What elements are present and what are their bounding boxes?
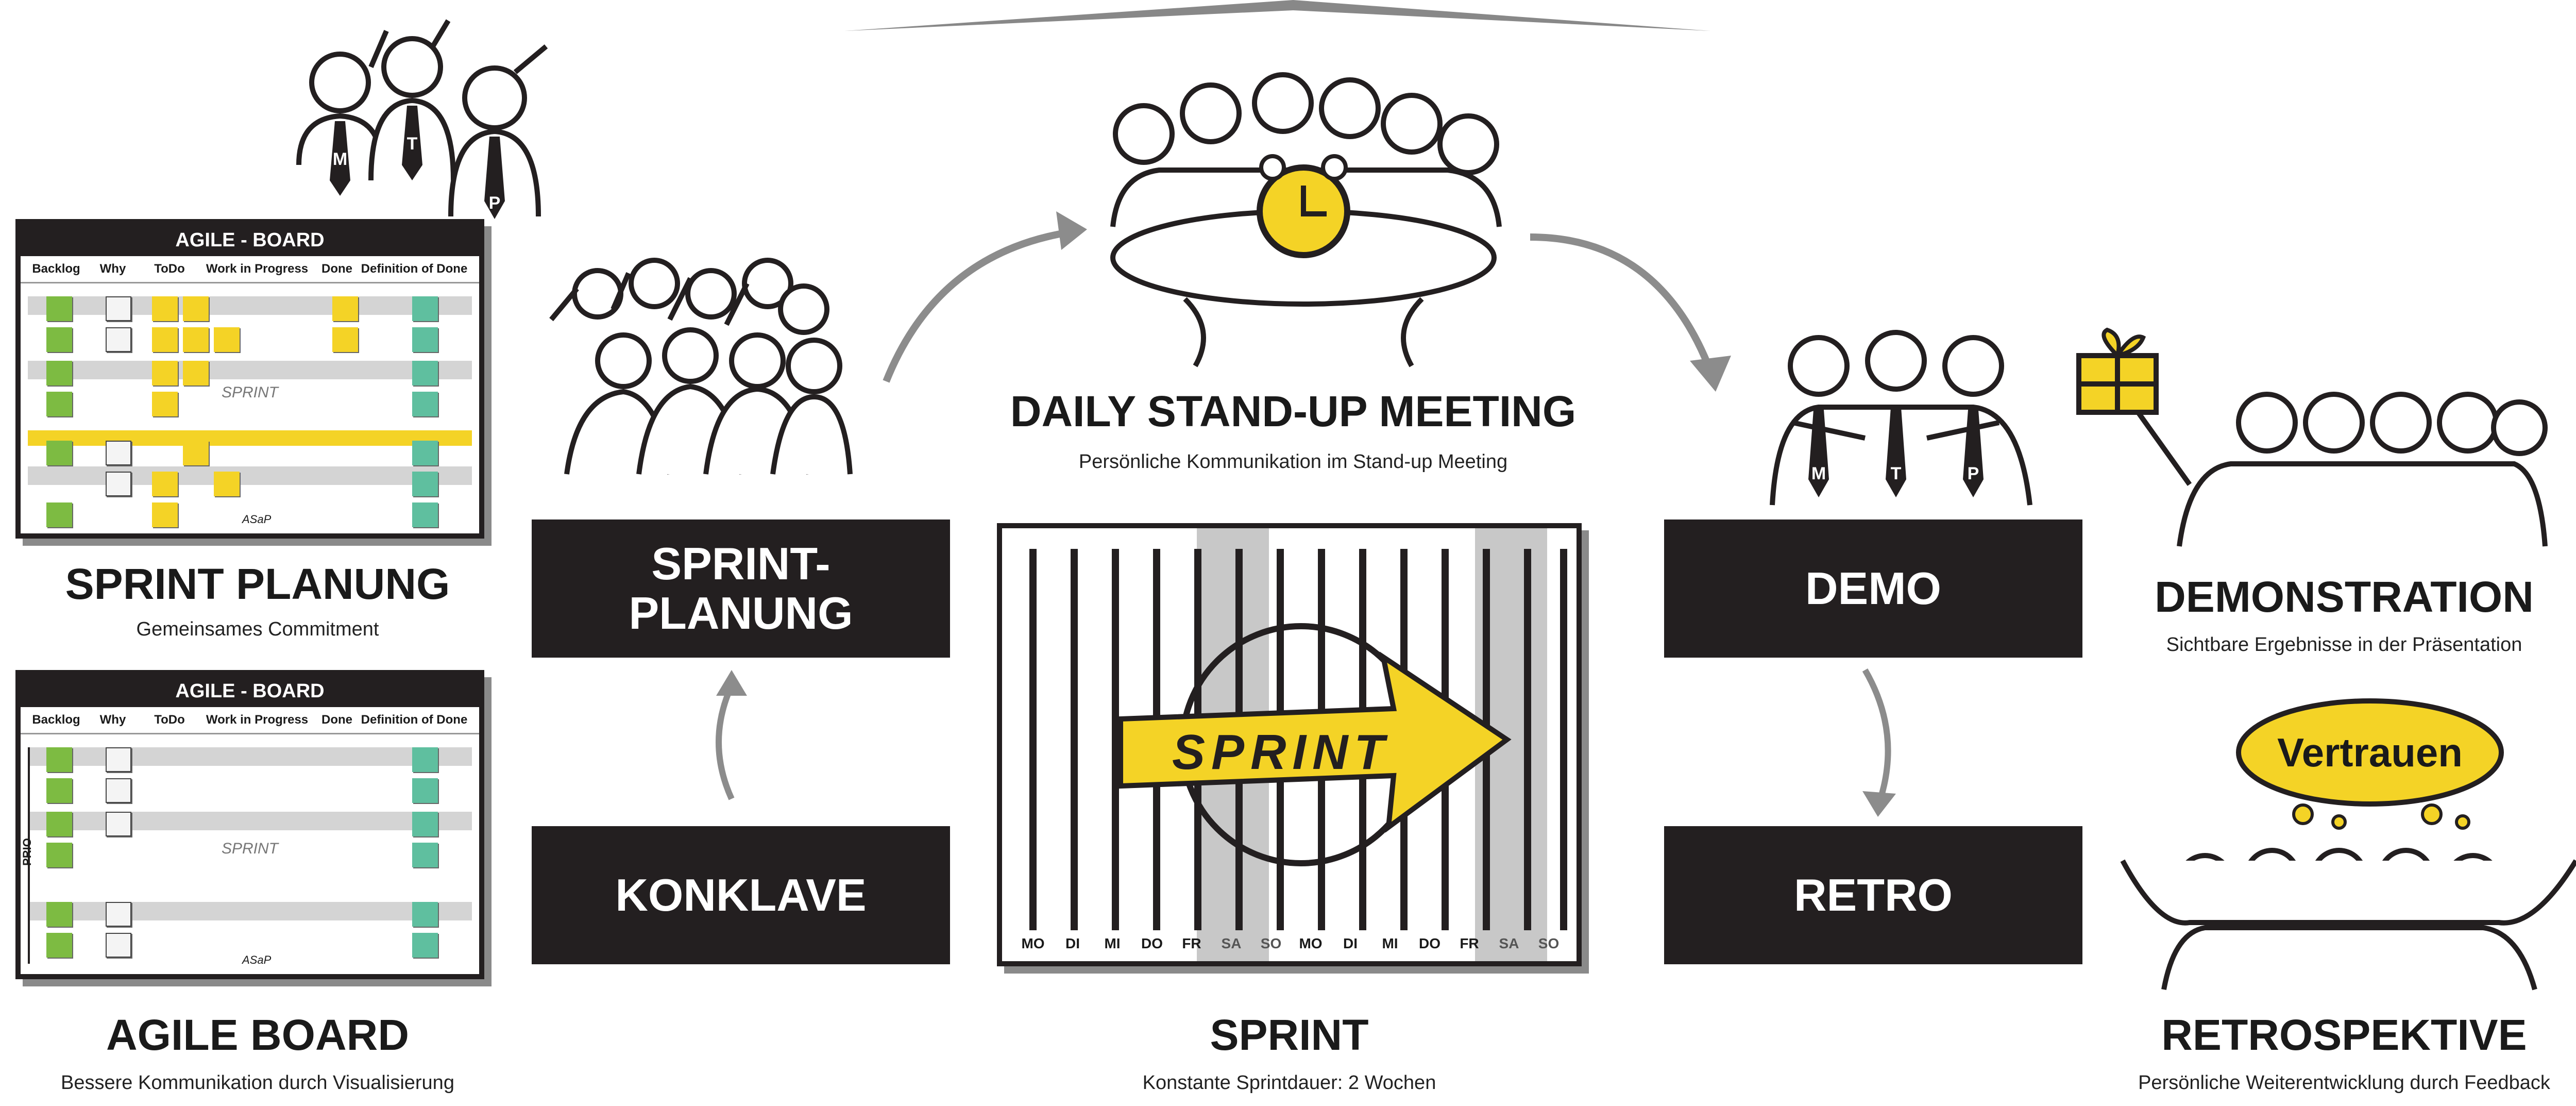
board-col-wip: Work in Progress	[206, 262, 309, 276]
vertrauen-cloud	[2236, 698, 2504, 830]
retrospektive-subtitle: Persönliche Weiterentwicklung durch Feed…	[2138, 1072, 2550, 1094]
team-mtp-illustration: M T P	[1770, 330, 2032, 506]
board-columns: Backlog Why ToDo Work in Progress Done D…	[21, 707, 479, 734]
role-p-label: P	[1968, 464, 1979, 483]
agile-board-subtitle: Bessere Kommunikation durch Visualisieru…	[61, 1072, 454, 1094]
retrospektive-title: RETROSPEKTIVE	[2161, 1011, 2527, 1059]
board-col-wip: Work in Progress	[206, 713, 309, 727]
demonstration-subtitle: Sichtbare Ergebnisse in der Präsentation	[2166, 634, 2522, 656]
role-t-label: T	[407, 134, 418, 154]
demo-box[interactable]: DEMO	[1664, 520, 2082, 658]
konklave-box-label: KONKLAVE	[615, 869, 867, 920]
daily-standup-subtitle: Persönliche Kommunikation im Stand-up Me…	[1078, 451, 1508, 473]
demo-box-label: DEMO	[1805, 563, 1941, 614]
daily-standup-title: DAILY STAND-UP MEETING	[1010, 387, 1577, 435]
board-col-why: Why	[99, 713, 126, 727]
arrow-demo-to-retro	[1862, 668, 1896, 817]
role-t-label: T	[1891, 464, 1902, 483]
board-col-backlog: Backlog	[32, 713, 80, 727]
sprint-arrow	[1029, 549, 1567, 930]
board-sprint-sketch: SPRINT	[222, 840, 279, 857]
board-signature: ASaP	[242, 953, 272, 966]
board-col-done: Done	[321, 713, 352, 727]
daily-standup-illustration	[1110, 72, 1502, 367]
sprint-day-5: SA	[1221, 935, 1242, 951]
sprint-planung-subtitle: Gemeinsames Commitment	[136, 618, 379, 640]
sprint-day-12: SA	[1499, 935, 1519, 951]
vertrauen-label: Vertrauen	[2277, 730, 2463, 775]
sprint-day-2: MI	[1104, 935, 1121, 951]
board-signature: ASaP	[242, 513, 272, 526]
sprint-day-7: MO	[1299, 935, 1323, 951]
sprint-planung-title: SPRINT PLANUNG	[65, 560, 450, 608]
sprint-title: SPRINT	[1210, 1011, 1369, 1059]
sprint-day-0: MO	[1021, 935, 1045, 951]
arrow-planung-to-daily	[883, 211, 1087, 383]
board-col-dod: Definition of Done	[361, 262, 468, 276]
sprint-day-11: FR	[1460, 935, 1479, 951]
role-p-label: P	[489, 193, 501, 213]
retro-box[interactable]: RETRO	[1664, 826, 2082, 964]
sprint-day-10: DO	[1419, 935, 1440, 951]
sprint-day-1: DI	[1065, 935, 1080, 951]
board-sprint-sketch: SPRINT	[222, 384, 279, 401]
retrospektive-illustration	[2120, 848, 2576, 991]
sprint-calendar: SPRINT MO DI MI DO FR SA SO MO DI MI DO FR SA SO	[997, 523, 1582, 966]
sprint-day-3: DO	[1141, 935, 1163, 951]
sprint-planung-box-label: SPRINT- PLANUNG	[629, 538, 853, 639]
board-header: AGILE - BOARD	[21, 675, 479, 707]
sprint-arrow-label: SPRINT	[1172, 725, 1391, 780]
board-col-why: Why	[99, 262, 126, 276]
sprint-day-13: SO	[1538, 935, 1560, 951]
sprint-day-6: SO	[1260, 935, 1282, 951]
sprint-planung-box[interactable]: SPRINT- PLANUNG	[532, 520, 950, 658]
board-header: AGILE - BOARD	[21, 224, 479, 256]
role-m-label: M	[1811, 464, 1826, 483]
agile-board-planning: AGILE - BOARD Backlog Why ToDo Work in P…	[15, 219, 484, 539]
top-roof-shape	[845, 0, 1710, 31]
board-col-dod: Definition of Done	[361, 713, 468, 727]
board-col-done: Done	[321, 262, 352, 276]
sprint-day-4: FR	[1182, 935, 1201, 951]
retro-box-label: RETRO	[1794, 869, 1953, 920]
sprint-day-9: MI	[1382, 935, 1398, 951]
team-thumbs-up-illustration	[549, 258, 853, 475]
board-col-todo: ToDo	[154, 713, 185, 727]
konklave-box[interactable]: KONKLAVE	[532, 826, 950, 964]
arrow-daily-to-demo	[1530, 233, 1731, 392]
agile-board-title: AGILE BOARD	[106, 1011, 409, 1059]
agile-board-prio: AGILE - BOARD Backlog Why ToDo Work in P…	[15, 670, 484, 979]
sprint-day-8: DI	[1343, 935, 1358, 951]
arrow-konklave-to-planung	[716, 670, 747, 800]
stakeholders-illustration: M T P	[296, 19, 548, 219]
sprint-subtitle: Konstante Sprintdauer: 2 Wochen	[1142, 1072, 1436, 1094]
board-col-todo: ToDo	[154, 262, 185, 276]
demonstration-illustration	[2076, 327, 2548, 547]
board-columns: Backlog Why ToDo Work in Progress Done D…	[21, 256, 479, 283]
demonstration-title: DEMONSTRATION	[2155, 573, 2534, 621]
board-col-backlog: Backlog	[32, 262, 80, 276]
role-m-label: M	[333, 149, 347, 169]
prio-label: PRIO	[20, 838, 33, 866]
